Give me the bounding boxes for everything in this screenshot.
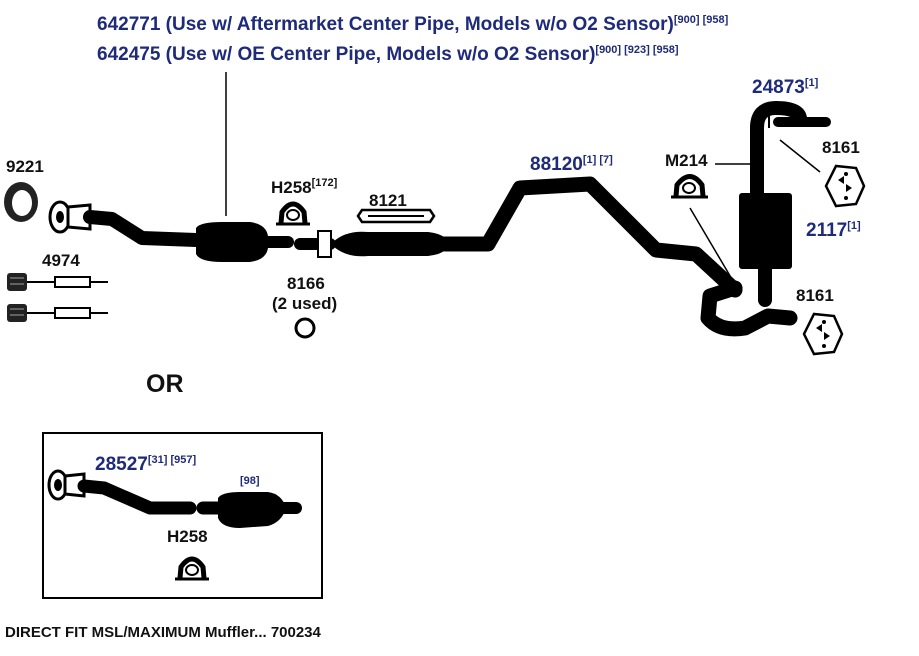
clamp-m214-icon [671,174,708,199]
or-separator: OR [146,370,184,398]
header-part-2-desc: (Use w/ OE Center Pipe, Models w/o O2 Se… [160,44,595,65]
label-h258-ref: [172] [312,177,338,189]
header-part-2: 642475 (Use w/ OE Center Pipe, Models w/… [97,44,679,65]
label-8161-top: 8161 [822,138,860,157]
label-4974: 4974 [42,251,80,270]
insulator-8161-bottom-icon [802,312,844,356]
label-24873-number: 24873 [752,77,805,98]
footer-caption: DIRECT FIT MSL/MAXIMUM Muffler... 700234 [5,624,322,641]
header-part-1-desc: (Use w/ Aftermarket Center Pipe, Models … [160,14,673,35]
label-2117-number: 2117 [806,220,847,241]
alt-label-28527: 28527[31] [957] [95,454,196,475]
label-h258-number: H258 [271,178,312,197]
label-88120: 88120[1] [7] [530,154,613,175]
label-8166-note: (2 used) [272,294,337,313]
seal-8166-ring [294,317,316,339]
alt-clamp-h258-icon [175,556,209,581]
label-2117-ref: [1] [847,220,861,232]
spring-bolt-upper [7,273,108,291]
header-part-1-number: 642771 [97,14,161,35]
alt-label-28527-refs: [31] [957] [148,454,197,466]
insulator-8161-top-icon [824,164,866,208]
label-8161-bottom: 8161 [796,286,834,305]
header-part-2-number: 642475 [97,44,161,65]
front-pipe-converter [48,200,294,262]
alt-converter-ref: [98] [240,475,260,487]
header-part-2-refs: [900] [923] [958] [595,44,678,56]
alt-converter [196,492,302,528]
header-part-1-refs: [900] [958] [674,14,729,26]
header-part-1: 642771 (Use w/ Aftermarket Center Pipe, … [97,14,729,35]
label-8121: 8121 [369,191,407,210]
label-24873: 24873[1] [752,77,819,98]
label-9221: 9221 [6,157,44,176]
gasket-9221-ring [4,182,38,222]
label-8166: 8166 [287,274,325,293]
center-pipe-resonator [294,176,798,337]
leader-m214-to-pipe [689,207,737,287]
alt-label-h258: H258 [167,527,208,546]
label-24873-ref: [1] [805,77,819,89]
alt-option-box [42,432,323,599]
label-88120-number: 88120 [530,154,583,175]
label-88120-ref: [1] [7] [583,154,613,166]
label-h258: H258[172] [271,177,338,197]
clamp-h258-icon [276,201,310,226]
tailpipe-24873 [750,101,831,189]
label-2117: 2117[1] [806,220,861,241]
muffler-2117 [739,173,792,307]
leader-8161-top [779,139,821,173]
alt-front-pipe [47,469,197,515]
alt-label-28527-number: 28527 [95,454,148,475]
label-m214: M214 [665,151,708,170]
spring-bolt-lower [7,304,108,322]
hanger-8121-icon [356,208,436,224]
